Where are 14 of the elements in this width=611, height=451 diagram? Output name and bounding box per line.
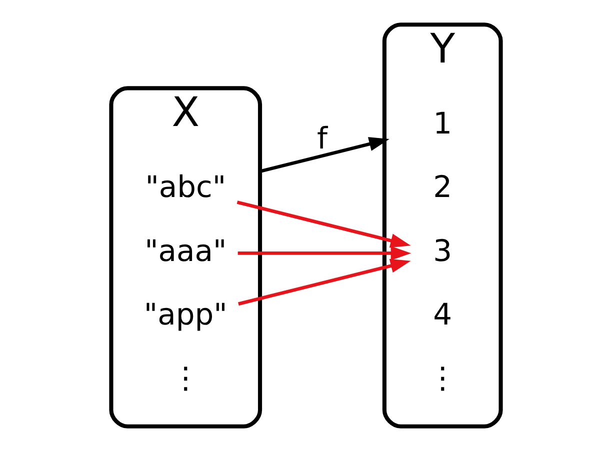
node-text: 3	[432, 234, 452, 269]
arrow	[238, 258, 410, 306]
edge-label: f	[316, 122, 327, 157]
node-text: 1	[432, 106, 452, 142]
node-text: "abc"	[144, 170, 226, 206]
arrow	[259, 137, 389, 174]
node-text: "app"	[143, 297, 227, 332]
arrow	[237, 246, 411, 260]
node-text: ⋮	[170, 360, 200, 396]
arrow	[236, 200, 410, 248]
node-text: 2	[432, 170, 452, 206]
node-text: "aaa"	[144, 234, 226, 269]
node-text: 4	[432, 297, 452, 332]
node-text: ⋮	[427, 360, 457, 396]
